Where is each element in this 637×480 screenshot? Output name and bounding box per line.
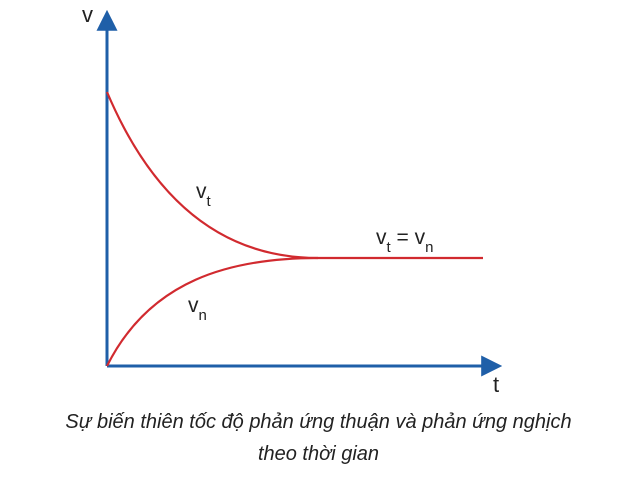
rate-time-diagram: v t vt vn vt = vn	[82, 2, 503, 397]
equilibrium-label: vt = vn	[376, 226, 433, 256]
x-axis-label: t	[493, 372, 499, 397]
caption-line-1: Sự biến thiên tốc độ phản ứng thuận và p…	[65, 411, 572, 433]
forward-curve-label: vt	[196, 180, 212, 210]
y-axis-label: v	[82, 2, 93, 27]
figure-caption: Sự biến thiên tốc độ phản ứng thuận và p…	[0, 406, 637, 470]
caption-line-2: theo thời gian	[257, 443, 380, 465]
reverse-curve-label: vn	[188, 294, 207, 324]
forward-rate-curve	[105, 91, 483, 260]
reverse-rate-curve	[106, 256, 319, 367]
